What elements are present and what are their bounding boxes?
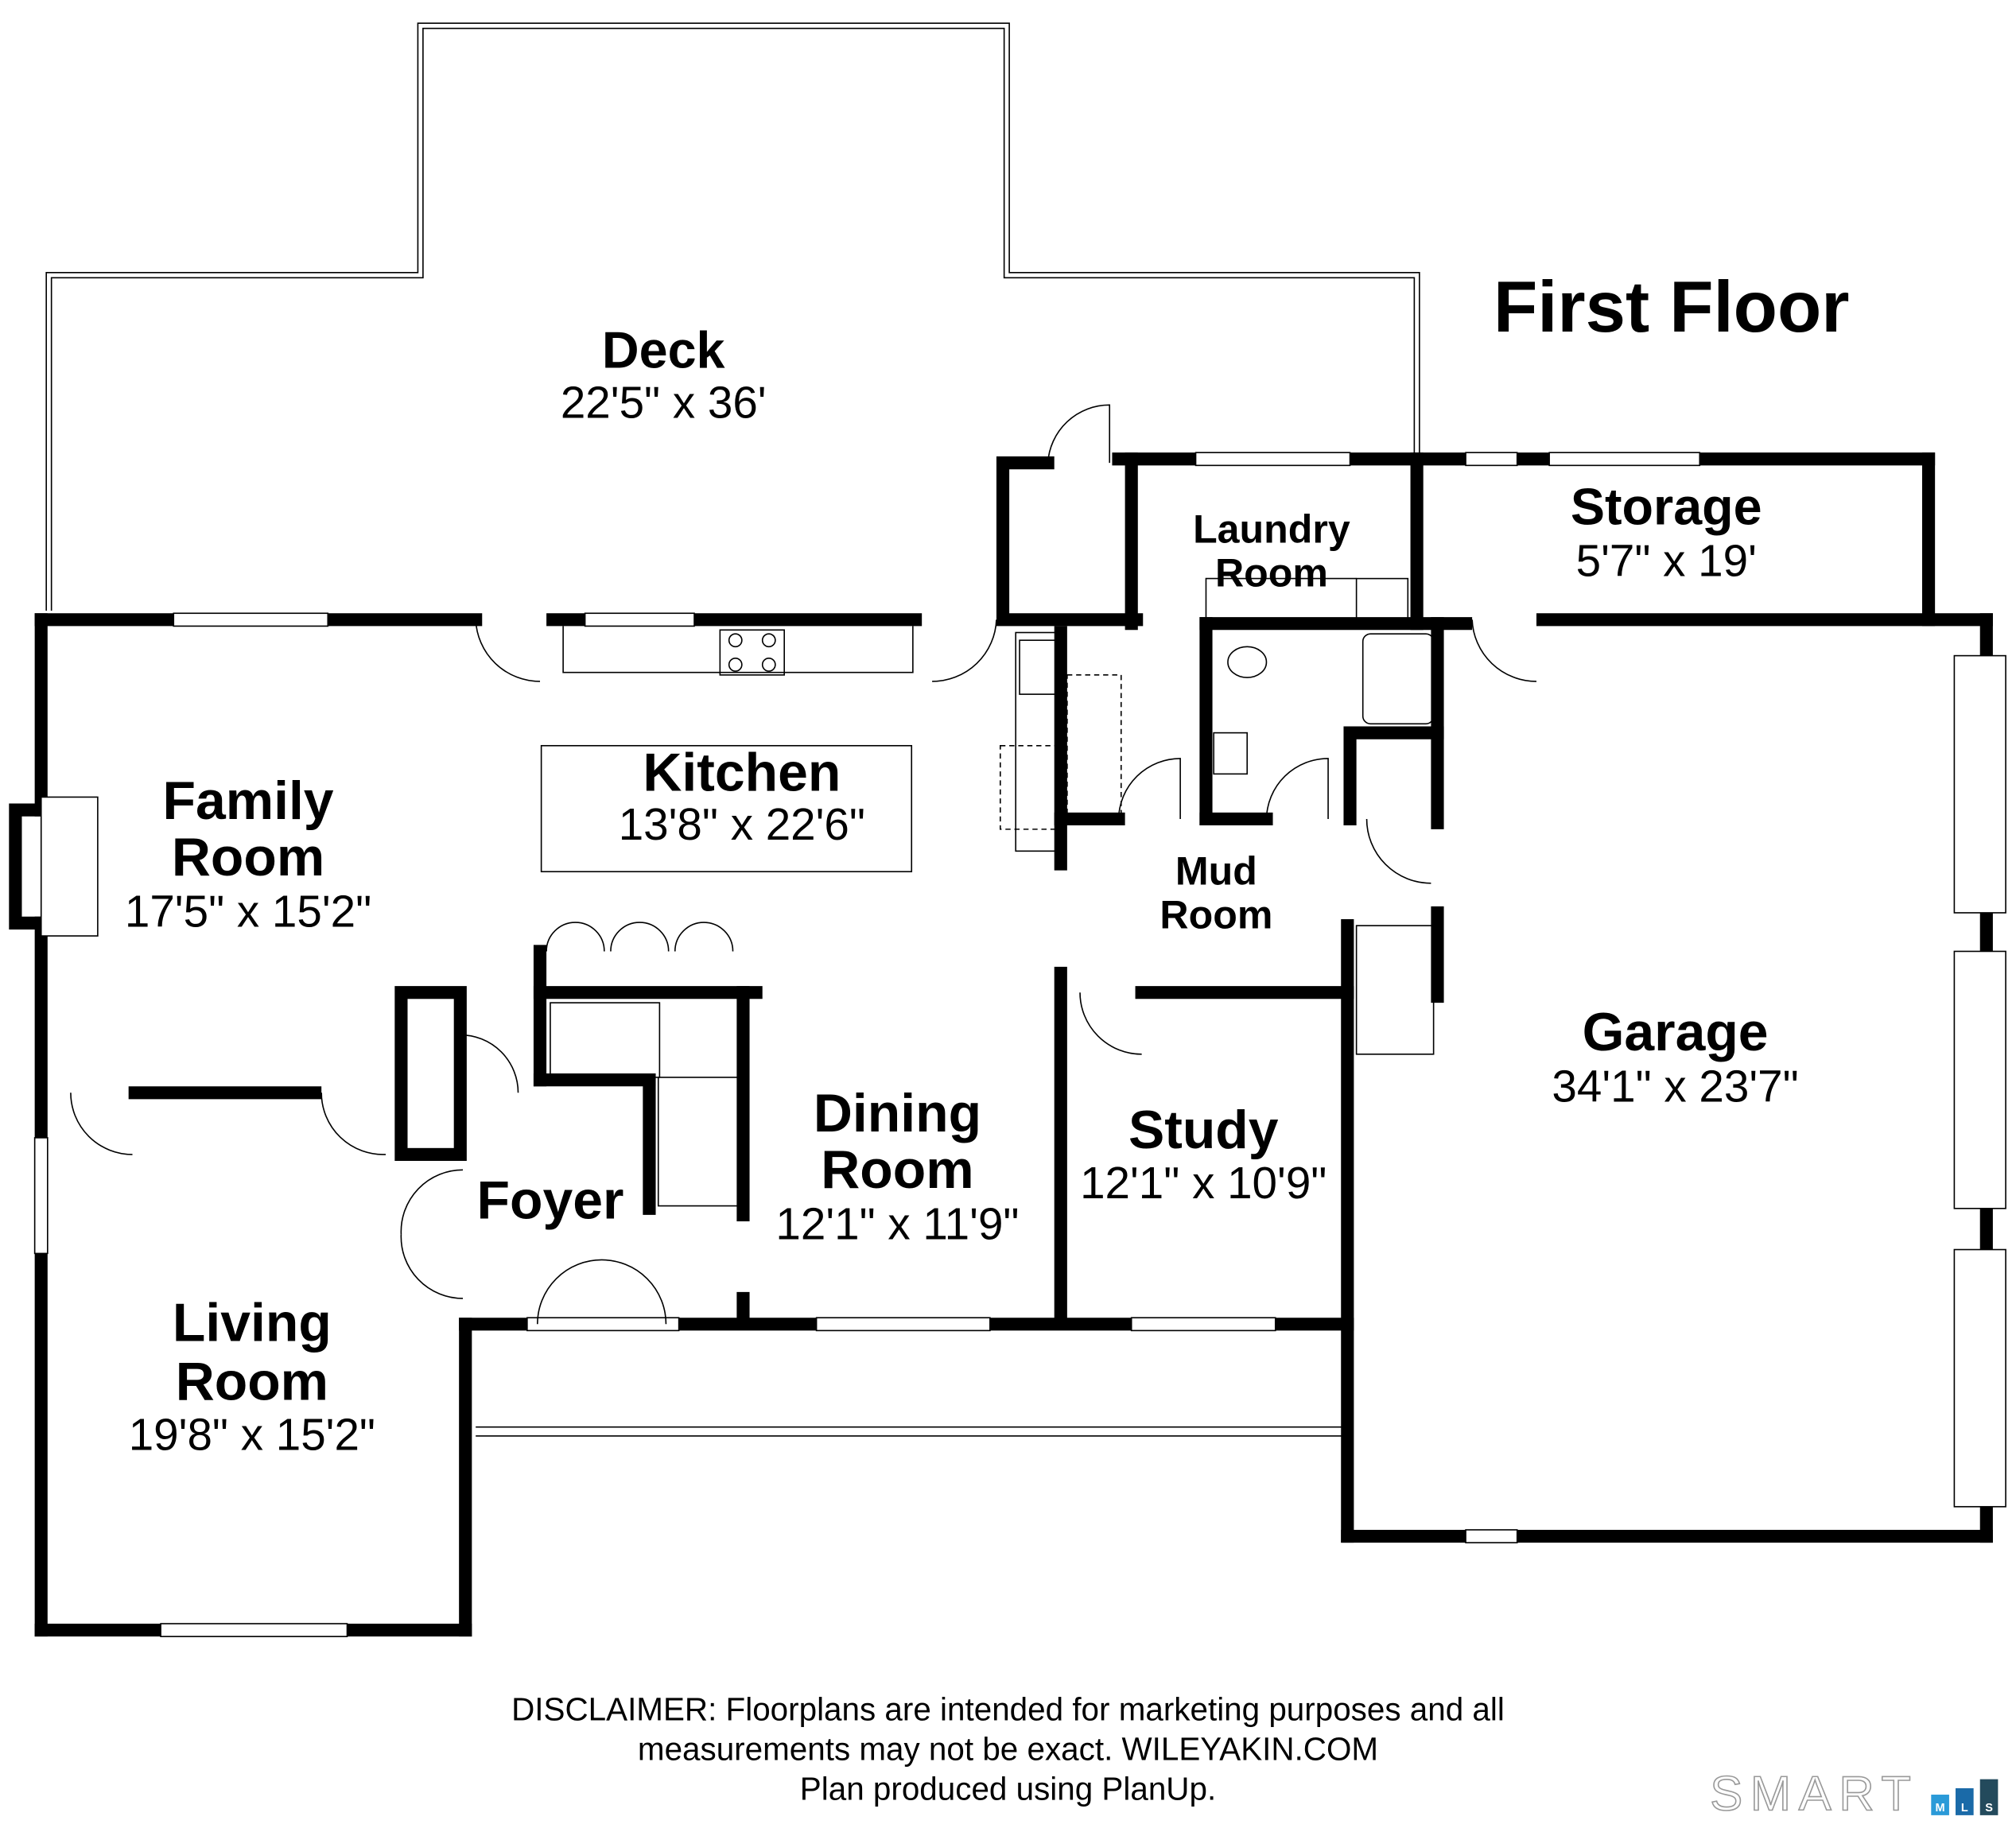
dining-dims: 12'1" x 11'9" bbox=[775, 1199, 1019, 1249]
laundry-name: Laundry bbox=[1193, 507, 1350, 551]
logo-text: SMART bbox=[1710, 1766, 1918, 1821]
floor-title: First Floor bbox=[1494, 267, 1850, 347]
garage-name: Garage bbox=[1583, 1003, 1769, 1062]
deck-name: Deck bbox=[602, 320, 726, 378]
kitchen-island bbox=[540, 744, 913, 873]
family-name-2: Room bbox=[172, 828, 324, 887]
svg-text:S: S bbox=[1985, 1802, 1993, 1815]
living-name-2: Room bbox=[176, 1353, 328, 1412]
vanity-sink-icon bbox=[1213, 732, 1249, 775]
laundry-sink-icon bbox=[1355, 577, 1409, 621]
stove-icon bbox=[719, 629, 786, 676]
disclaimer-line-2: measurements may not be exact. WILEYAKIN… bbox=[638, 1730, 1378, 1767]
family-name: Family bbox=[162, 771, 333, 831]
family-dims: 17'5" x 15'2" bbox=[125, 887, 371, 937]
dining-name: Dining bbox=[814, 1084, 981, 1143]
kitchen-name: Kitchen bbox=[643, 743, 841, 802]
foyer-name: Foyer bbox=[477, 1171, 624, 1231]
kitchen-dims: 13'8" x 22'6" bbox=[619, 799, 865, 849]
disclaimer-line-1: DISCLAIMER: Floorplans are intended for … bbox=[511, 1690, 1505, 1727]
mud-name-2: Room bbox=[1159, 892, 1272, 937]
living-dims: 19'8" x 15'2" bbox=[129, 1410, 375, 1460]
deck-dims: 22'5" x 36' bbox=[561, 378, 767, 428]
sink-icon bbox=[1019, 639, 1058, 695]
staircase bbox=[550, 925, 1435, 1207]
mud-name: Mud bbox=[1175, 848, 1257, 893]
storage-name: Storage bbox=[1571, 478, 1762, 536]
smart-mls-logo: SMART M L S bbox=[1709, 1766, 1999, 1822]
living-name: Living bbox=[173, 1293, 332, 1353]
svg-text:L: L bbox=[1961, 1802, 1968, 1815]
disclaimer-line-3: Plan produced using PlanUp. bbox=[800, 1770, 1216, 1807]
dining-name-2: Room bbox=[821, 1140, 973, 1200]
svg-text:M: M bbox=[1936, 1802, 1945, 1815]
deck-outline bbox=[45, 22, 1420, 611]
study-name: Study bbox=[1128, 1100, 1279, 1160]
shower-icon bbox=[1361, 633, 1435, 725]
toilet-icon bbox=[1227, 646, 1268, 678]
windows bbox=[33, 452, 2006, 1637]
laundry-name-2: Room bbox=[1215, 550, 1328, 595]
storage-dims: 5'7" x 19' bbox=[1576, 535, 1757, 585]
study-dims: 12'1" x 10'9" bbox=[1080, 1158, 1327, 1208]
garage-dims: 34'1" x 23'7" bbox=[1552, 1062, 1798, 1112]
